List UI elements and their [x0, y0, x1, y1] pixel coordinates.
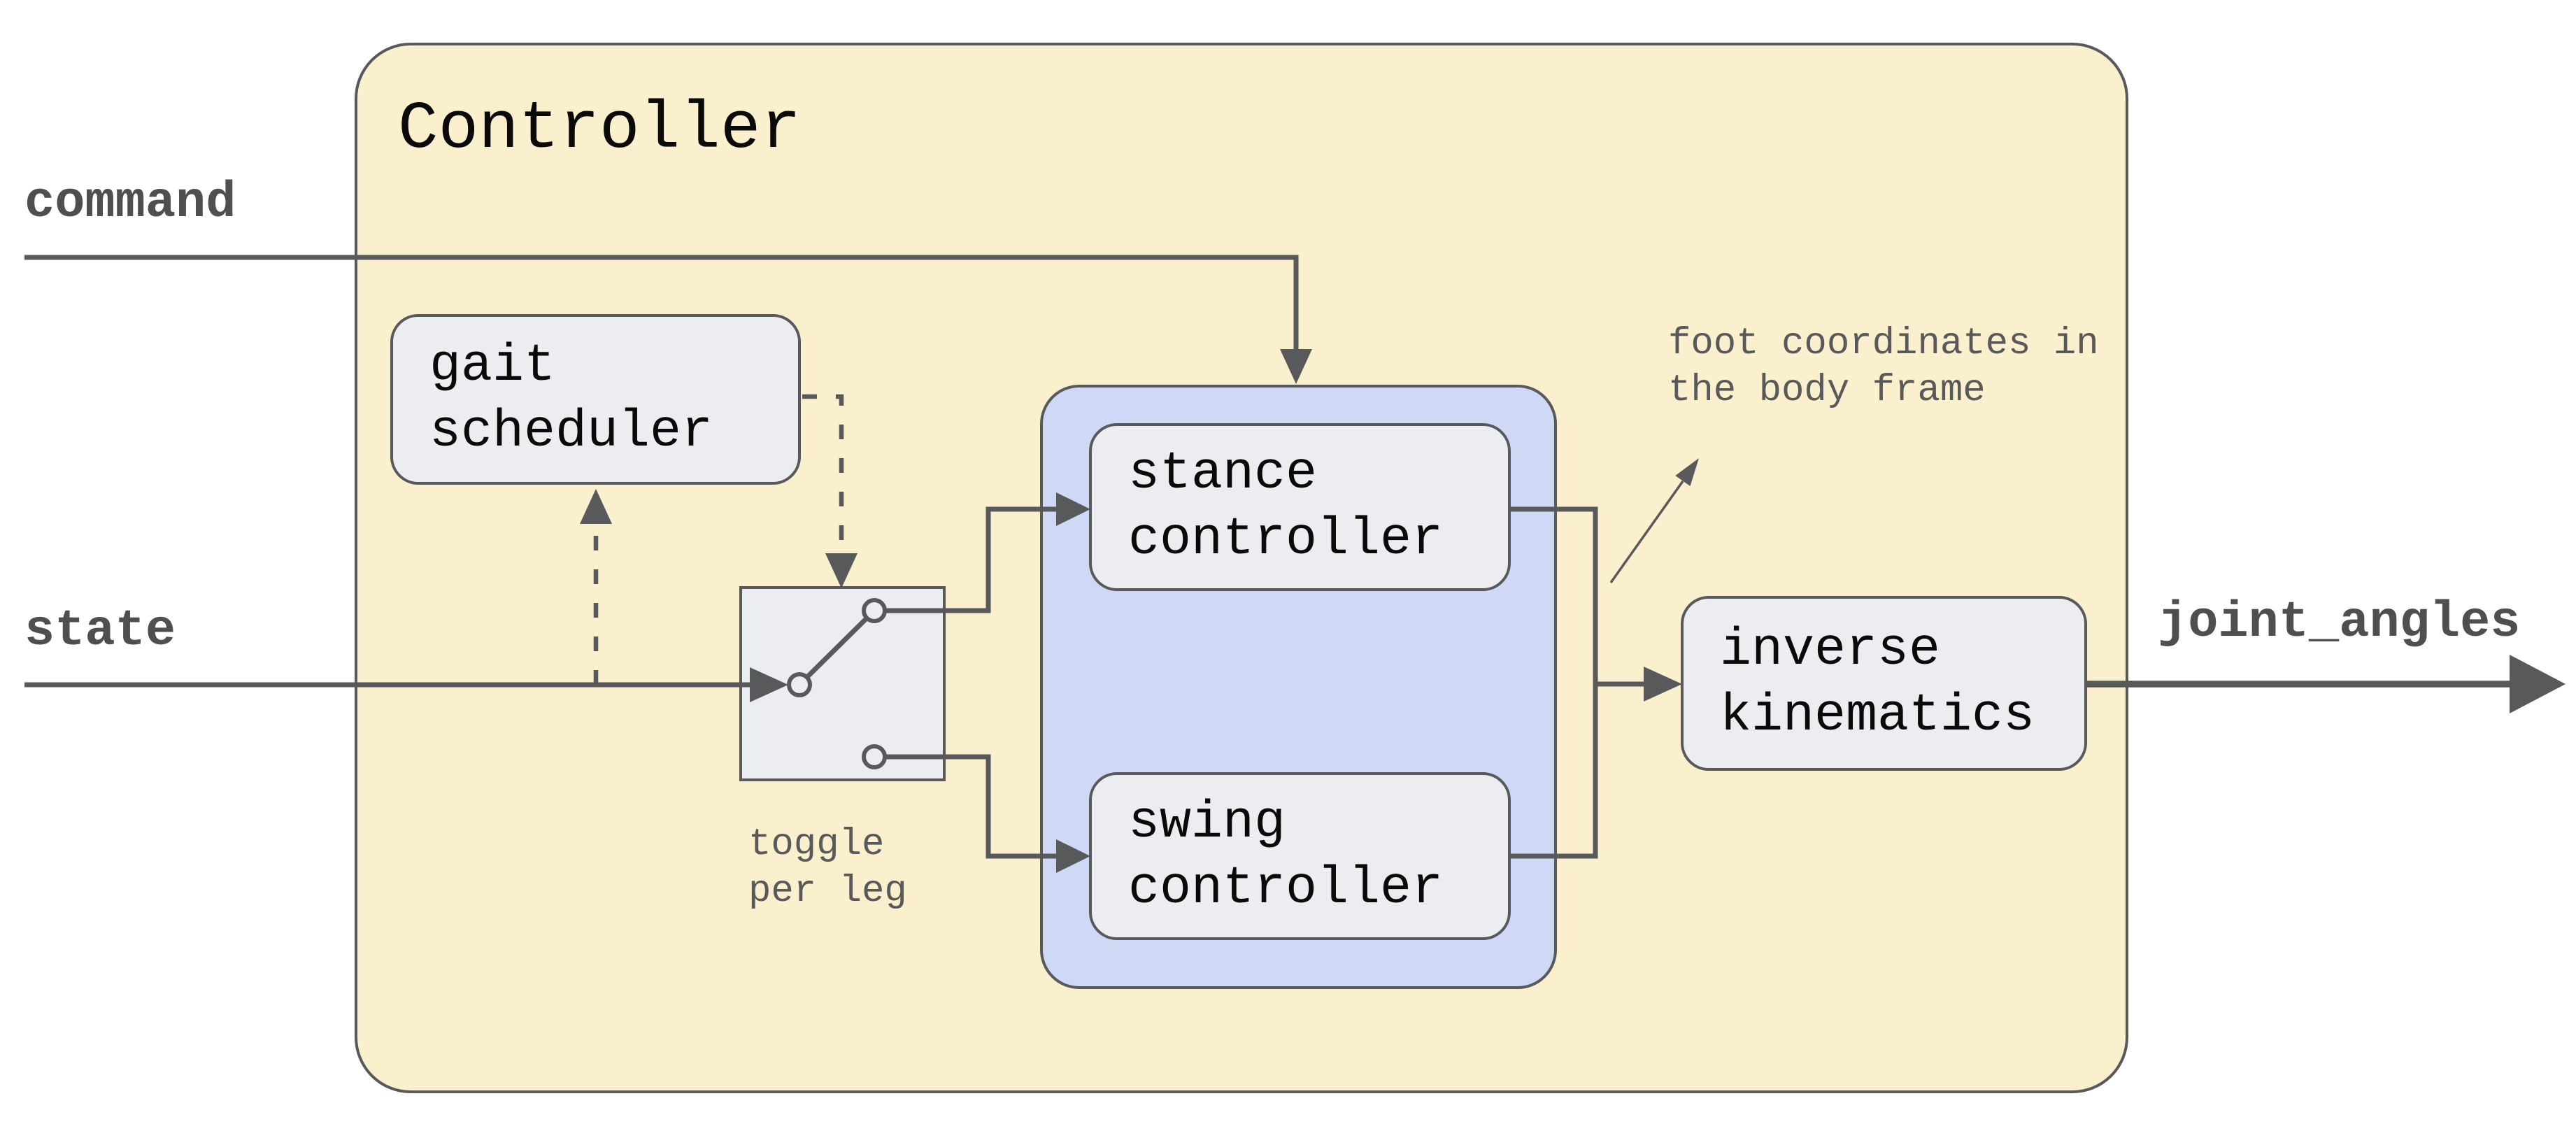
stance-controller-label-line1: stance — [1128, 444, 1318, 504]
gait-scheduler-block: gait scheduler — [390, 314, 801, 485]
inverse-kinematics-label-line1: inverse — [1720, 620, 1941, 680]
foot-coordinates-annotation: foot coordinates in the body frame — [1668, 320, 2099, 414]
swing-controller-block: swing controller — [1089, 772, 1511, 940]
toggle-per-leg-annotation-line1: toggle — [748, 823, 885, 866]
joint-angles-arrowhead-icon — [2510, 655, 2566, 713]
swing-controller-label-line2: controller — [1128, 859, 1444, 918]
gait-scheduler-label-line2: scheduler — [429, 402, 713, 462]
inverse-kinematics-block: inverse kinematics — [1681, 596, 2087, 771]
state-input-label: state — [24, 602, 176, 660]
joint-angles-output-label: joint_angles — [2158, 594, 2521, 651]
gait-scheduler-label-line1: gait — [429, 336, 556, 396]
stance-controller-label-line2: controller — [1128, 510, 1444, 569]
command-input-label: command — [24, 174, 236, 232]
foot-coordinates-annotation-line1: foot coordinates in — [1668, 322, 2099, 365]
inverse-kinematics-label-line2: kinematics — [1720, 686, 2035, 746]
toggle-per-leg-annotation-line2: per leg — [748, 870, 907, 913]
stance-controller-block: stance controller — [1089, 423, 1511, 591]
toggle-per-leg-annotation: toggle per leg — [748, 821, 907, 915]
diagram-title: Controller — [398, 91, 802, 167]
toggle-switch-box — [739, 586, 946, 781]
swing-controller-label-line1: swing — [1128, 793, 1286, 853]
foot-coordinates-annotation-line2: the body frame — [1668, 369, 1986, 412]
